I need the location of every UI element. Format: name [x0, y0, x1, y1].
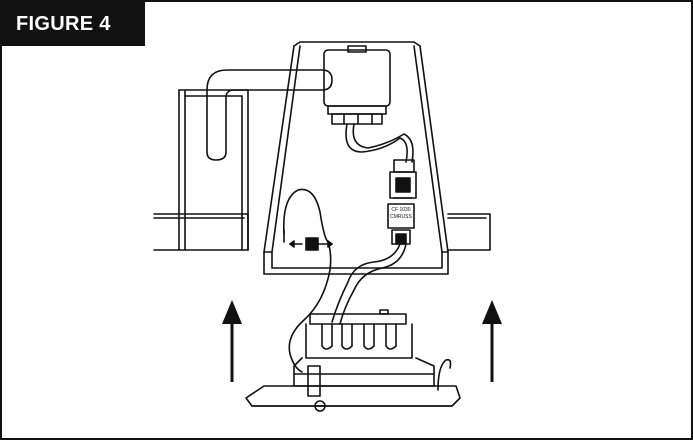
connector-upper: [389, 159, 417, 199]
ground-wire: [282, 188, 332, 373]
up-arrow-icon: [222, 300, 242, 382]
connector-label-top: CF 1030: [391, 207, 410, 213]
mounting-clips: [307, 358, 452, 397]
led-module: [293, 309, 435, 387]
conduit-tube: [206, 69, 333, 161]
left-bracket: [178, 89, 249, 251]
up-arrow-icon: [482, 300, 502, 382]
wire-a: [345, 123, 408, 163]
wire-c: [331, 243, 401, 323]
connector-lower: [387, 203, 415, 245]
connector-label-bottom: CMRUSS: [390, 214, 412, 220]
trim-flange: [245, 385, 461, 412]
junction-housing: [263, 41, 449, 275]
wire-d: [339, 243, 407, 325]
ground-screw: [289, 237, 333, 251]
wire-b: [352, 123, 414, 163]
figure-title: FIGURE 4: [16, 13, 111, 35]
driver-module: [323, 45, 391, 125]
figure-title-tab: FIGURE 4: [2, 2, 145, 46]
